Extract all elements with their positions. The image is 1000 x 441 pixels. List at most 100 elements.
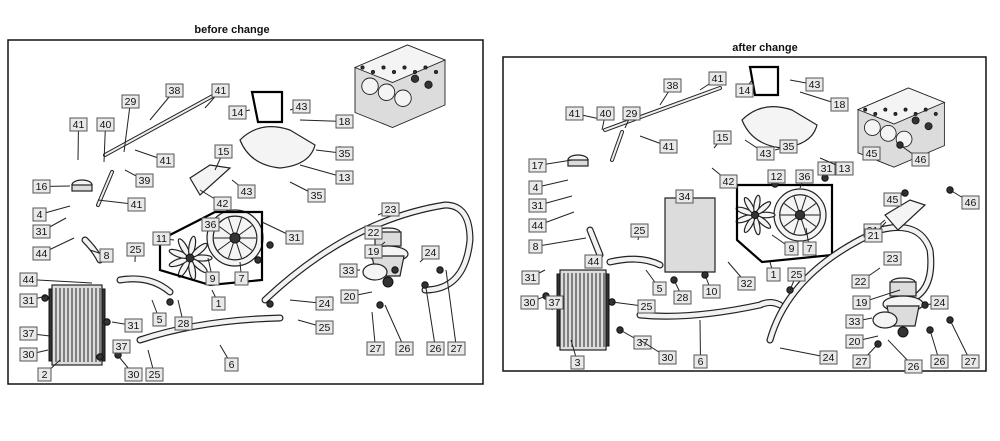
breather-pipe: [603, 86, 722, 132]
after-callout-number: 17: [532, 160, 544, 172]
after-callout-40: 40: [596, 106, 615, 121]
after-callout-number: 35: [783, 141, 795, 153]
gasket-ring: [872, 311, 898, 329]
before-callout-9: 9: [205, 271, 220, 286]
before-callout-22: 22: [364, 225, 383, 240]
after-callout-number: 44: [532, 220, 544, 232]
after-callout-number: 41: [569, 108, 581, 120]
after-callout-number: 3: [575, 357, 581, 369]
after-callout-44: 44: [584, 254, 603, 269]
before-callout-number: 30: [23, 349, 35, 361]
after-callout-number: 24: [823, 352, 835, 364]
filler-neck-hose: [586, 226, 604, 259]
before-callout-number: 41: [131, 199, 143, 211]
after-callout-5: 5: [652, 281, 667, 296]
after-callout-12: 12: [767, 169, 786, 184]
before-callout-number: 30: [128, 369, 140, 381]
before-callout-23: 23: [381, 202, 400, 217]
before-callout-36: 36: [201, 217, 220, 232]
after-illustration: [542, 65, 954, 351]
expansion-cap: [71, 179, 93, 192]
before-callout-number: 4: [37, 209, 43, 221]
radiator-shroud: [664, 197, 716, 273]
before-callout-26: 26: [395, 341, 414, 356]
before-callout-44: 44: [32, 246, 51, 261]
thermostat-cover: [741, 106, 818, 149]
before-callout-42: 42: [213, 196, 232, 211]
after-callout-1: 1: [766, 267, 781, 282]
after-callout-28: 28: [673, 290, 692, 305]
after-callout-number: 19: [856, 297, 868, 309]
after-callout-number: 34: [679, 191, 691, 203]
after-callout-number: 38: [667, 80, 679, 92]
before-callout-number: 39: [139, 175, 151, 187]
after-callout-34: 34: [675, 189, 694, 204]
before-callout-number: 18: [339, 116, 351, 128]
after-callout-32: 32: [737, 276, 756, 291]
after-callout-number: 29: [626, 108, 638, 120]
before-callout-number: 36: [205, 219, 217, 231]
after-callout-number: 21: [868, 230, 880, 242]
before-callout-number: 8: [104, 250, 110, 262]
after-callout-number: 42: [723, 176, 735, 188]
before-callout-44: 44: [19, 272, 38, 287]
before-callout-43: 43: [292, 99, 311, 114]
before-callout-number: 31: [128, 320, 140, 332]
before-callout-number: 25: [319, 322, 331, 334]
bolt: [266, 300, 274, 308]
after-callout-25: 25: [630, 223, 649, 238]
before-callout-number: 26: [399, 343, 411, 355]
bracket-highlight-box: [748, 65, 780, 97]
breather-pipe: [103, 90, 222, 157]
before-callout-29: 29: [121, 94, 140, 109]
before-callout-38: 38: [165, 83, 184, 98]
before-callout-24: 24: [315, 296, 334, 311]
after-callout-number: 30: [524, 297, 536, 309]
gasket-ring: [362, 263, 388, 281]
after-callout-number: 36: [799, 171, 811, 183]
before-callout-35: 35: [335, 146, 354, 161]
after-callout-number: 45: [887, 194, 899, 206]
before-callout-25: 25: [126, 242, 145, 257]
lower-hose: [636, 299, 784, 320]
thermostat-cover: [239, 126, 316, 169]
after-callout-38: 38: [663, 78, 682, 93]
before-callout-24: 24: [421, 245, 440, 260]
after-panel-title: after change: [732, 42, 797, 54]
after-callout-number: 12: [771, 171, 783, 183]
before-callout-33: 33: [339, 263, 358, 278]
fan-impeller: [735, 194, 776, 236]
before-callout-39: 39: [135, 173, 154, 188]
before-callout-11: 11: [152, 231, 171, 246]
fan-impeller: [168, 235, 213, 281]
before-callout-41: 41: [69, 117, 88, 132]
radiator: [48, 284, 106, 366]
filler-neck-hose: [81, 236, 104, 264]
after-callout-3: 3: [570, 355, 585, 370]
after-callout-number: 25: [641, 301, 653, 313]
before-callout-41: 41: [127, 197, 146, 212]
fan-highlight-box: [735, 183, 834, 264]
after-callout-number: 46: [915, 154, 927, 166]
after-callout-19: 19: [852, 295, 871, 310]
before-callout-28: 28: [174, 316, 193, 331]
before-callout-number: 44: [23, 274, 35, 286]
after-callout-number: 24: [934, 297, 946, 309]
after-callout-35: 35: [779, 139, 798, 154]
after-callout-8: 8: [528, 239, 543, 254]
after-callout-number: 43: [809, 79, 821, 91]
after-callout-number: 6: [698, 356, 704, 368]
before-callout-number: 2: [42, 369, 48, 381]
after-callout-4: 4: [528, 180, 543, 195]
bolt: [254, 256, 262, 264]
bolt: [266, 241, 274, 249]
bracket-highlight-box: [250, 90, 284, 124]
outlet-elbow: [884, 199, 927, 231]
before-callout-18: 18: [335, 114, 354, 129]
bracket: [189, 164, 232, 196]
fan-shroud: [773, 188, 827, 242]
vent-tube: [96, 170, 114, 207]
before-callout-41: 41: [156, 153, 175, 168]
